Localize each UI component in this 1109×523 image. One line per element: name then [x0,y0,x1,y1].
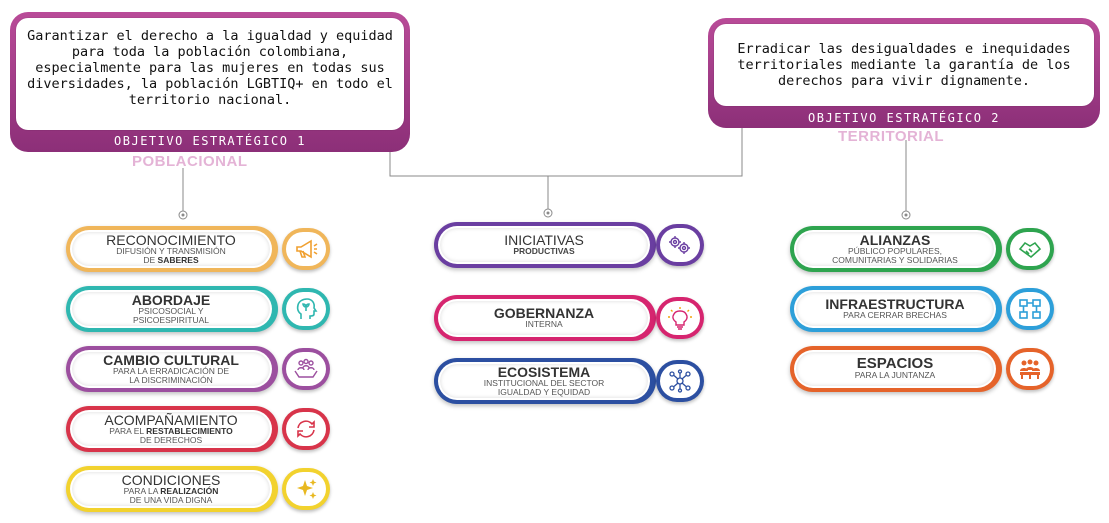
title-espacios: ESPACIOS [856,355,934,373]
item-iniciativas: INICIATIVAS PRODUCTIVAS [434,222,704,268]
sub-acompanamiento-1a: PARA EL [109,425,147,436]
objective-1-category: POBLACIONAL [132,153,248,170]
sub-infraestructura: PARA CERRAR BRECHAS [843,310,947,321]
pill-acompanamiento: ACOMPAÑAMIENTO PARA EL RESTABLECIMIENTO … [66,406,278,452]
sub-cambio-cultural-1: PARA LA ERRADICACIÓN DE [112,365,230,376]
title-acompanamiento: ACOMPAÑAMIENTO [104,411,238,428]
sub-espacios: PARA LA JUNTANZA [854,370,936,381]
sub-condiciones-2: DE UNA VIDA DIGNA [129,495,213,505]
objective-1-text: Garantizar el derecho a la igualdad y eq… [16,18,404,130]
sub-ecosistema-1: INSTITUCIONAL DEL SECTOR [483,377,605,388]
title-gobernanza: GOBERNANZA [493,305,595,322]
lightbulb-icon [656,297,704,339]
item-infraestructura: INFRAESTRUCTURA PARA CERRAR BRECHAS [790,286,1054,332]
title-cambio-cultural: CAMBIO CULTURAL [103,351,239,368]
item-condiciones: CONDICIONES PARA LA REALIZACIÓN DE UNA V… [66,466,330,512]
group-icon [1006,348,1054,390]
pill-reconocimiento: RECONOCIMIENTO DIFUSIÓN Y TRANSMISIÓN DE… [66,226,278,272]
pill-ecosistema: ECOSISTEMA INSTITUCIONAL DEL SECTOR IGUA… [434,358,656,404]
item-cambio-cultural: CAMBIO CULTURAL PARA LA ERRADICACIÓN DE … [66,346,330,392]
megaphone-icon [282,228,330,270]
title-alianzas: ALIANZAS [859,231,931,248]
item-acompanamiento: ACOMPAÑAMIENTO PARA EL RESTABLECIMIENTO … [66,406,330,452]
sparkles-icon [282,468,330,510]
sub-condiciones-1b: REALIZACIÓN [160,485,219,496]
sub-acompanamiento-2: DE DERECHOS [139,435,203,445]
pill-infraestructura: INFRAESTRUCTURA PARA CERRAR BRECHAS [790,286,1002,332]
objective-card-1: Garantizar el derecho a la igualdad y eq… [10,12,410,152]
objective-2-label: OBJETIVO ESTRATÉGICO 2 [808,111,1000,125]
title-iniciativas: INICIATIVAS [504,232,584,249]
network-icon [656,360,704,402]
title-condiciones: CONDICIONES [121,471,221,488]
sub-reconocimiento-2a: DE [143,255,158,265]
sub-iniciativas: PRODUCTIVAS [513,246,575,257]
sub-alianzas-1: PÚBLICO POPULARES, [847,245,942,256]
title-abordaje: ABORDAJE [131,291,211,308]
title-ecosistema: ECOSISTEMA [497,363,591,380]
pill-cambio-cultural: CAMBIO CULTURAL PARA LA ERRADICACIÓN DE … [66,346,278,392]
item-ecosistema: ECOSISTEMA INSTITUCIONAL DEL SECTOR IGUA… [434,358,704,404]
pill-iniciativas: INICIATIVAS PRODUCTIVAS [434,222,656,268]
item-reconocimiento: RECONOCIMIENTO DIFUSIÓN Y TRANSMISIÓN DE… [66,226,330,272]
item-abordaje: ABORDAJE PSICOSOCIAL Y PSICOESPIRITUAL [66,286,330,332]
objective-card-2: Erradicar las desigualdades e inequidade… [708,18,1100,128]
title-infraestructura: INFRAESTRUCTURA [825,296,965,313]
refresh-cycle-icon [282,408,330,450]
sub-abordaje-2: PSICOESPIRITUAL [132,315,210,325]
handshake-icon [1006,228,1054,270]
sub-alianzas-2: COMUNITARIAS Y SOLIDARIAS [832,255,958,265]
item-alianzas: ALIANZAS PÚBLICO POPULARES, COMUNITARIAS… [790,226,1054,272]
objective-1-label: OBJETIVO ESTRATÉGICO 1 [114,134,306,148]
sub-acompanamiento-1b: RESTABLECIMIENTO [146,425,233,436]
objective-2-text: Erradicar las desigualdades e inequidade… [714,24,1094,106]
flowchart-icon [1006,288,1054,330]
title-reconocimiento: RECONOCIMIENTO [106,231,236,248]
pill-espacios: ESPACIOS PARA LA JUNTANZA [790,346,1002,392]
sub-ecosistema-2: IGUALDAD Y EQUIDAD [497,387,591,397]
sub-gobernanza: INTERNA [525,319,563,330]
pill-abordaje: ABORDAJE PSICOSOCIAL Y PSICOESPIRITUAL [66,286,278,332]
sub-abordaje-1: PSICOSOCIAL Y [138,305,204,316]
item-gobernanza: GOBERNANZA INTERNA [434,295,704,341]
pill-gobernanza: GOBERNANZA INTERNA [434,295,656,341]
sub-condiciones-1a: PARA LA [123,485,161,496]
sub-reconocimiento-1: DIFUSIÓN Y TRANSMISIÓN [116,245,226,256]
pill-condiciones: CONDICIONES PARA LA REALIZACIÓN DE UNA V… [66,466,278,512]
objective-2-category: TERRITORIAL [838,128,945,145]
pill-alianzas: ALIANZAS PÚBLICO POPULARES, COMUNITARIAS… [790,226,1002,272]
sub-cambio-cultural-2: LA DISCRIMINACIÓN [129,375,213,385]
gears-icon [656,224,704,266]
head-sprout-icon [282,288,330,330]
people-hands-icon [282,348,330,390]
item-espacios: ESPACIOS PARA LA JUNTANZA [790,346,1054,392]
sub-reconocimiento-2b: SABERES [157,255,199,265]
